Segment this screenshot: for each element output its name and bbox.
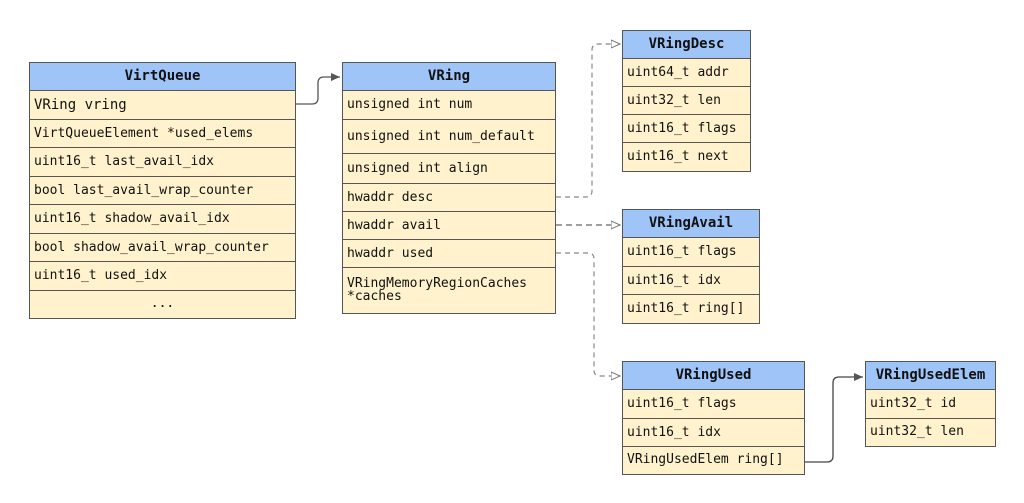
vringdesc-title: VRingDesc <box>623 31 750 59</box>
vringdesc-struct: VRingDesc uint64_t addr uint32_t len uin… <box>622 30 751 172</box>
virtqueue-field: uint16_t last_avail_idx <box>30 148 295 177</box>
vringavail-field: uint16_t ring[] <box>627 301 745 316</box>
virtqueue-field: bool last_avail_wrap_counter <box>30 177 295 205</box>
vring-title: VRing <box>343 63 555 91</box>
vring-field: unsigned int num <box>343 91 555 120</box>
virtqueue-ellipsis: ... <box>150 296 175 311</box>
vringdesc-field: uint16_t flags <box>623 115 750 143</box>
vringused-field: uint16_t idx <box>623 419 804 447</box>
arrow-usedelem <box>805 373 863 463</box>
vringused-struct: VRingUsed uint16_t flags uint16_t idx VR… <box>622 361 805 475</box>
vringdesc-field: uint32_t len <box>623 87 750 115</box>
vringdesc-field: uint16_t next <box>627 149 729 164</box>
vringused-title: VRingUsed <box>623 362 804 390</box>
arrow-vring <box>296 73 340 105</box>
vringavail-struct: VRingAvail uint16_t flags uint16_t idx u… <box>622 209 760 324</box>
virtqueue-field: bool shadow_avail_wrap_counter <box>30 234 295 262</box>
virtqueue-field: uint16_t used_idx <box>30 262 295 291</box>
vringavail-field: uint16_t idx <box>623 267 759 295</box>
vring-field-caches: VRingMemoryRegionCaches *caches <box>347 276 528 304</box>
virtqueue-field: VirtQueueElement *used_elems <box>30 120 295 148</box>
virtqueue-field: uint16_t shadow_avail_idx <box>30 205 295 234</box>
vringused-field: uint16_t flags <box>623 390 804 419</box>
vringavail-title: VRingAvail <box>623 210 759 238</box>
virtqueue-struct: VirtQueue VRing vring VirtQueueElement *… <box>29 62 296 319</box>
vringusedelem-field: uint32_t id <box>866 390 995 419</box>
vringusedelem-title: VRingUsedElem <box>866 362 995 390</box>
virtqueue-field: VRing vring <box>30 91 295 120</box>
vringdesc-field: uint64_t addr <box>623 59 750 87</box>
vring-field-desc: hwaddr desc <box>343 184 555 212</box>
vringused-field-ring: VRingUsedElem ring[] <box>627 452 784 467</box>
vring-field: unsigned int align <box>343 154 555 184</box>
vring-field-used: hwaddr used <box>343 240 555 268</box>
vringavail-field: uint16_t flags <box>623 238 759 267</box>
vringusedelem-field: uint32_t len <box>870 424 964 439</box>
vringusedelem-struct: VRingUsedElem uint32_t id uint32_t len <box>865 361 996 447</box>
vring-field-avail: hwaddr avail <box>343 212 555 240</box>
virtqueue-title: VirtQueue <box>30 63 295 91</box>
arrow-desc <box>556 44 620 198</box>
vring-field: unsigned int num_default <box>343 120 555 154</box>
arrow-used <box>556 252 620 376</box>
vring-struct: VRing unsigned int num unsigned int num_… <box>342 62 556 314</box>
